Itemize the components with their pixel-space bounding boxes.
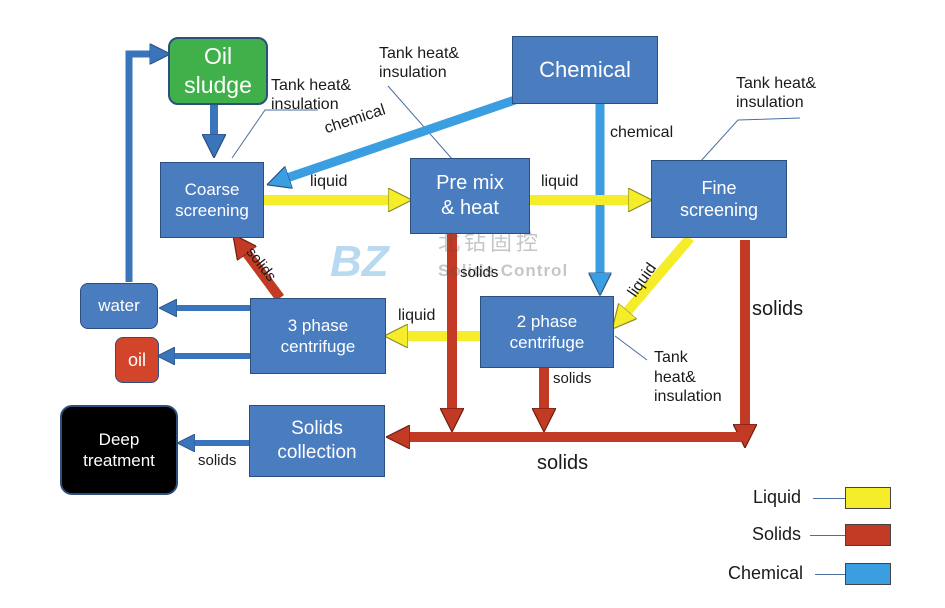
liquid-label-3: liquid (398, 307, 436, 324)
legend-chemical-line (815, 574, 845, 575)
legend-liquid-swatch (845, 487, 891, 509)
chemical-arrows (278, 95, 600, 284)
tank-heat-label-4: Tank heat& insulation (654, 349, 722, 406)
liquid-arrows (264, 200, 694, 336)
solids-3phase-coarse-arrow (240, 244, 285, 301)
solids-collection-node: Solids collection (249, 405, 385, 477)
three-phase-centrifuge-node: 3 phase centrifuge (250, 298, 386, 374)
tank-heat-label-1: Tank heat& insulation (271, 77, 352, 114)
legend-solids-swatch (845, 524, 891, 546)
legend-liquid-line (813, 498, 845, 499)
solids-bottom-label: solids (537, 452, 589, 474)
tank-heat-label-3: Tank heat& insulation (736, 75, 817, 112)
pointer-lines (231, 85, 801, 361)
liquid-label-1: liquid (310, 173, 348, 190)
blue-flow-arrows (125, 54, 251, 443)
water-return-arrow (125, 54, 160, 282)
liquid-label-2: liquid (541, 173, 579, 190)
fine-screening-node: Fine screening (651, 160, 787, 238)
two-phase-centrifuge-node: 2 phase centrifuge (480, 296, 614, 368)
legend-solids-label: Solids (752, 524, 802, 544)
chemical-to-coarse-arrow (278, 95, 517, 181)
watermark: BZ 北钻固控 Solids Control (330, 231, 568, 286)
watermark-brand-en: Solids Control (438, 261, 568, 280)
legend-solids-line (810, 535, 845, 536)
water-node: water (80, 283, 158, 329)
watermark-brand-cn: 北钻固控 (438, 231, 542, 256)
legend-liquid-label: Liquid (753, 487, 802, 507)
solids-premix-label: solids (460, 264, 499, 281)
liquid-fine-2phase-arrow (620, 234, 694, 320)
deep-treatment-node: Deep treatment (60, 405, 178, 495)
solids-deep-label: solids (198, 452, 237, 469)
solids-fine-label: solids (752, 298, 804, 320)
pre-mix-heat-node: Pre mix & heat (410, 158, 530, 234)
oil-sludge-node: Oil sludge (168, 37, 268, 105)
solids-2phase-label: solids (553, 370, 592, 387)
chemical-vertical-label: chemical (610, 124, 674, 141)
watermark-logo: BZ (330, 237, 391, 286)
tank-heat-label-2: Tank heat& insulation (379, 45, 460, 82)
oil-node: oil (115, 337, 159, 383)
legend-chemical-label: Chemical (728, 563, 804, 583)
legend-chemical-swatch (845, 563, 891, 585)
chemical-node: Chemical (512, 36, 658, 104)
coarse-screening-node: Coarse screening (160, 162, 264, 238)
solids-arrows (240, 234, 745, 437)
